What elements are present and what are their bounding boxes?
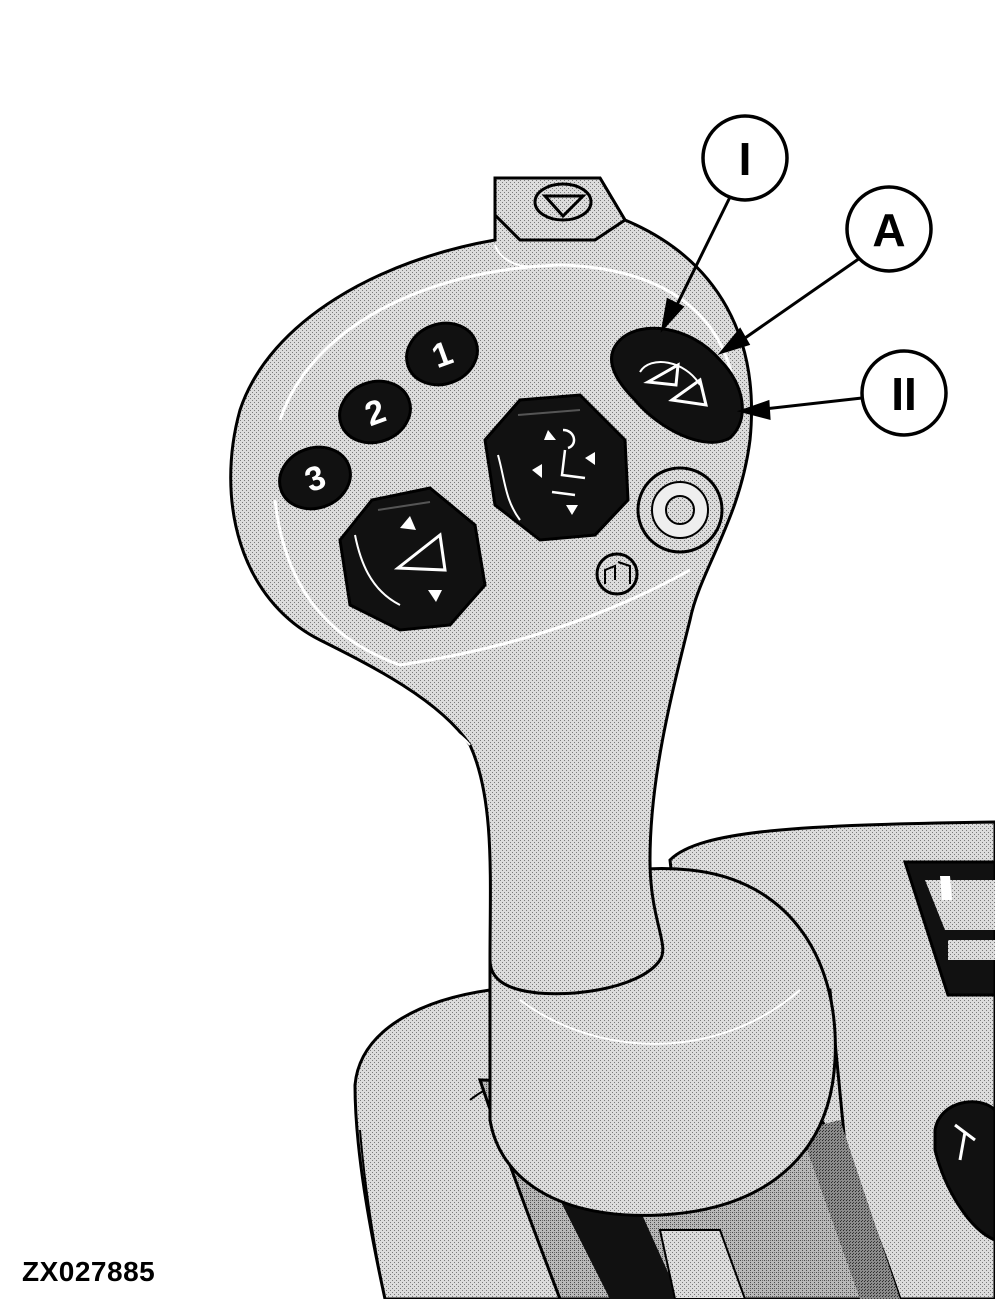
hitch-control-icon [551, 428, 586, 497]
callout-II: II [860, 349, 948, 437]
speed-rocker-icon [393, 532, 447, 572]
preset-button-3[interactable]: 3 [271, 437, 359, 518]
shift-rocker-button[interactable] [610, 326, 744, 444]
callout-A-label: A [872, 204, 905, 256]
preset-button-2[interactable]: 2 [331, 371, 419, 452]
callout-I-label: I [739, 133, 752, 185]
figure-code: ZX027885 [22, 1256, 156, 1287]
hitch-control-knob[interactable] [483, 393, 630, 542]
callout-leaders [660, 194, 863, 420]
triangle-down-icon [541, 194, 587, 219]
callout-A: A [845, 185, 933, 273]
callout-II-label: II [891, 368, 917, 420]
hitch-small-icon [604, 561, 631, 584]
hitch-small-button[interactable] [595, 552, 639, 596]
shift-up-icon [643, 362, 680, 387]
round-button[interactable] [636, 466, 724, 554]
preset-button-1[interactable]: 1 [398, 313, 486, 394]
shift-down-icon [668, 377, 708, 407]
callout-I: I [701, 114, 789, 202]
speed-control-knob[interactable] [338, 486, 487, 632]
